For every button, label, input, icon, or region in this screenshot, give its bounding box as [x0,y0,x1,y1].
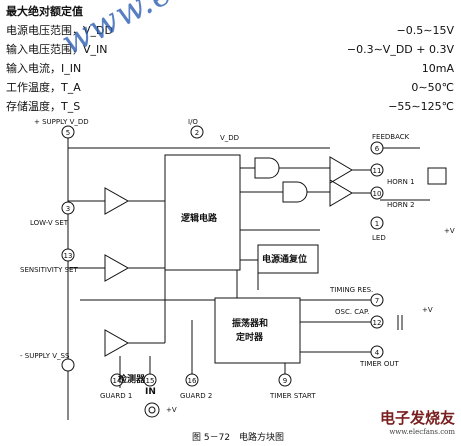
label-osc-cap: OSC. CAP. [335,308,369,316]
rating-row: 存储温度，T_S −55∼125℃ [6,97,454,116]
pin-6 [370,141,384,155]
label-timer-out: TIMER OUT [359,360,400,368]
pin-7 [370,293,384,307]
label-io: I/O [188,118,198,126]
rating-name: 存储温度，T_S [6,100,81,113]
rating-name: 电源电压范围，V_DD [6,24,113,37]
label-guard2: GUARD 2 [180,392,212,400]
pin-12 [370,315,384,329]
pin-8 [61,358,75,372]
rating-row: 工作温度，T_A 0∼50℃ [6,78,454,97]
pin-9 [278,373,292,387]
rating-row: 电源电压范围，V_DD −0.5∼15V [6,21,454,40]
pin-number: 15 [146,377,155,385]
pin-number: 2 [195,129,199,137]
label-supply-vss: - SUPPLY V_SS [20,352,70,360]
pin-4 [370,345,384,359]
osc-timer-block [214,297,301,364]
pin-number: 9 [283,377,287,385]
power-reset-label: 电源通复位 [262,253,307,265]
pin-number: 10 [373,190,382,198]
figure-caption: 图 5－72 电路方块图 [192,431,284,443]
pin-number: 13 [64,252,73,260]
ratings-title: 最大绝对额定值 [6,5,83,18]
opamp-sensitivity [104,254,130,282]
label-guard1: GUARD 1 [100,392,132,400]
pin-11 [370,163,384,177]
label-feedback: FEEDBACK [372,133,410,141]
label-vdd: V_DD [220,134,239,142]
horn-driver-2 [329,179,353,207]
rating-name: 输入电压范围，V_IN [6,43,108,56]
power-reset-block [257,244,319,274]
piezo-horn [427,167,447,185]
pin-16 [185,373,199,387]
rating-value: 10mA [421,62,454,75]
rating-value: 0∼50℃ [411,81,454,94]
pin-15 [143,373,157,387]
nand-gate-2 [282,181,308,203]
opamp-lowv [104,187,130,215]
logic-block-label: 逻辑电路 [180,212,218,224]
pin-number: 3 [66,205,70,213]
pin-5 [61,125,75,139]
ion-chamber [144,402,160,418]
rating-value: −55∼125℃ [388,100,454,113]
detector-in-label: IN [145,387,156,397]
corner-logo: 电子发烧友 www.elecfans.com [380,407,455,436]
pin-number: 1 [375,220,379,228]
label-led: LED [372,234,386,242]
pin-number: 11 [373,167,382,175]
label-plus-v: +V [166,406,177,414]
pin-3 [61,201,75,215]
pin-2 [190,125,204,139]
pin-number: 12 [373,319,382,327]
ion-chamber [148,406,156,414]
pin-14 [110,373,124,387]
ratings-table: 最大绝对额定值 电源电压范围，V_DD −0.5∼15V 输入电压范围，V_IN −… [6,2,454,116]
label-timing-res: TIMING RES. [329,286,373,294]
detector-label: 检测器 [118,373,146,385]
rating-value: −0.5∼15V [396,24,454,37]
osc-timer-label-1: 振荡器和 [232,317,268,329]
label-sensitivity-set: SENSITIVITY SET [20,266,78,274]
pin-number: 6 [375,145,380,153]
pin-10 [370,186,384,200]
rating-row: 输入电流，I_IN 10mA [6,59,454,78]
label-timer-start: TIMER START [269,392,316,400]
pin-number: 5 [66,129,70,137]
label-supply-vdd: + SUPPLY V_DD [34,118,89,126]
label-low-v-set: LOW-V SET [30,219,69,227]
logic-block [164,154,241,271]
rating-name: 输入电流，I_IN [6,62,82,75]
horn-driver-1 [329,156,353,184]
rating-row: 输入电压范围，V_IN −0.3∼V_DD + 0.3V [6,40,454,59]
nand-gate-1 [254,157,280,179]
pin-number: 4 [375,349,380,357]
corner-logo-text: 电子发烧友 [379,409,455,427]
opamp-detector [104,329,130,357]
label-horn2: HORN 2 [387,201,415,209]
rating-value: −0.3∼V_DD + 0.3V [346,43,454,56]
label-plus-v: +V [422,306,433,314]
rating-name: 工作温度，T_A [6,81,81,94]
label-horn1: HORN 1 [387,178,415,186]
pin-1 [370,216,384,230]
label-plus-v: +V [444,227,455,235]
pin-number: 16 [188,377,197,385]
pin-number: 7 [375,297,379,305]
corner-url: www.elecfans.com [389,428,455,436]
osc-timer-label-2: 定时器 [235,331,264,343]
pin-13 [61,248,75,262]
pin-number: 14 [113,377,122,385]
